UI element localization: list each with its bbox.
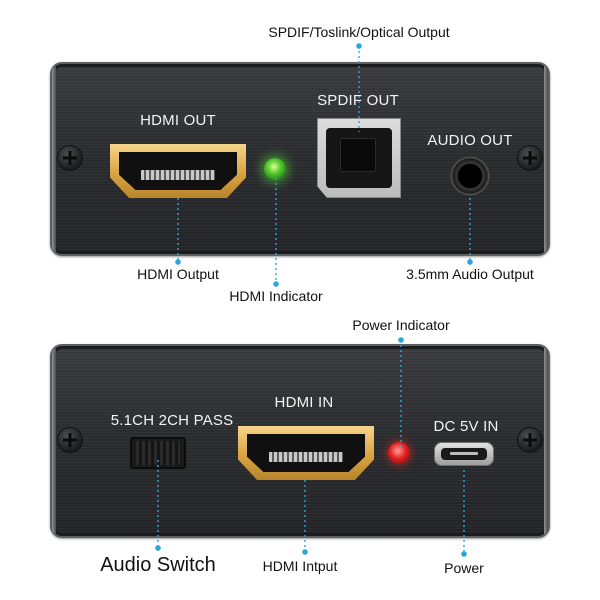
dot-audio-switch [155, 545, 161, 551]
hdmi-out-label: HDMI OUT [140, 112, 216, 129]
callout-hdmi-output: HDMI Output [137, 266, 219, 282]
callout-power-indicator: Power Indicator [352, 317, 450, 333]
audio-out-label: AUDIO OUT [427, 132, 513, 149]
callout-spdif-optical-output: SPDIF/Toslink/Optical Output [268, 24, 450, 40]
dot-power [461, 551, 467, 557]
hdmi-indicator-led [264, 158, 286, 180]
right-screw-icon [518, 146, 542, 170]
left-screw-icon [58, 428, 82, 452]
hdmi-in-port [238, 426, 374, 480]
power-indicator-led [388, 442, 410, 464]
callout-power: Power [444, 560, 484, 576]
output-panel: HDMI OUT SPDIF OUT AUDIO OUT [50, 62, 550, 256]
dc-power-port [434, 442, 494, 466]
dot-hdmi-indicator [273, 281, 279, 287]
callout-hdmi-indicator: HDMI Indicator [229, 288, 323, 304]
hdmi-out-port [110, 144, 246, 198]
dot-power-indicator [398, 337, 404, 343]
dc-in-label: DC 5V IN [433, 418, 499, 435]
dot-audio-out [467, 259, 473, 265]
left-screw-icon [58, 146, 82, 170]
hdmi-in-label: HDMI IN [274, 394, 334, 411]
audio-jack-port [450, 156, 490, 196]
dot-hdmi-output [175, 259, 181, 265]
dot-hdmi-input [302, 549, 308, 555]
input-panel: 5.1CH 2CH PASS HDMI IN DC 5V IN [50, 344, 550, 538]
callout-audio-output: 3.5mm Audio Output [406, 266, 534, 282]
callout-hdmi-input: HDMI Intput [262, 558, 338, 574]
spdif-optical-port [317, 118, 401, 198]
dot-spdif [356, 43, 362, 49]
right-screw-icon [518, 428, 542, 452]
callout-audio-switch: Audio Switch [100, 554, 216, 576]
audio-switch-label: 5.1CH 2CH PASS [110, 412, 234, 429]
spdif-out-label: SPDIF OUT [317, 92, 399, 109]
